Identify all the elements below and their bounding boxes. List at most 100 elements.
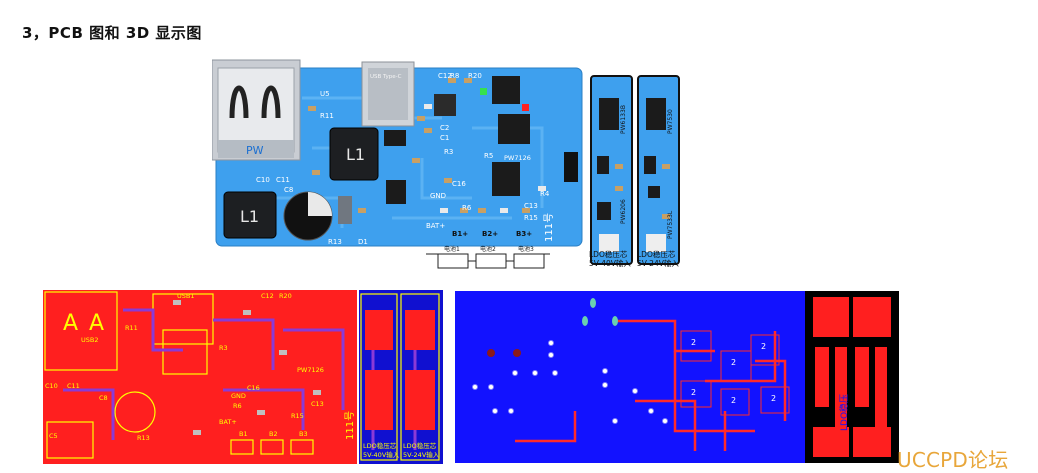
pcb-bottom-module-text: LDO稳压: [838, 394, 850, 431]
ldo-a-desc-line2: 5V-40V输入: [589, 259, 631, 268]
silk-bat: BAT+: [426, 222, 445, 230]
pcb-top-ldo-2a: LDO稳压芯: [403, 441, 437, 450]
ic-d: [386, 180, 406, 204]
pcb-top-c10: C10: [45, 382, 58, 390]
silk-gnd: GND: [430, 192, 446, 200]
pcb-bottom-mark-6: 2: [771, 394, 776, 403]
silk-b3: B3+: [516, 230, 532, 238]
pcb-top-b1: B1: [239, 430, 248, 438]
pcb-top-c11: C11: [67, 382, 80, 390]
inductor-1-label: L1: [346, 145, 365, 164]
pcb-top-gnd: GND: [231, 392, 246, 400]
pcb-top-pw7126: PW7126: [297, 366, 324, 374]
pcb-top-bat: BAT+: [219, 418, 237, 426]
pcb-top-b3: B3: [299, 430, 308, 438]
silk-r13: R13: [328, 238, 342, 246]
silk-c16: C16: [452, 180, 466, 188]
ldo-a-desc-line1: LDO稳压芯: [589, 250, 628, 259]
pcb-bottom-mark-3: 2: [691, 388, 696, 397]
silk-u5: U5: [320, 90, 330, 98]
silk-b1: B1+: [452, 230, 468, 238]
pcb-3d-render: PW USB Type-C L1 L1: [212, 58, 584, 280]
ldo-b-desc-line1: LDO稳压芯: [637, 250, 676, 259]
cell-label-2: 电池2: [480, 245, 496, 253]
silk-c10: C10: [256, 176, 270, 184]
pcb-3d-render-svg: PW USB Type-C L1 L1: [212, 59, 583, 269]
led-green: [480, 88, 487, 95]
inductor-2: [223, 191, 277, 239]
pcb-top-r11: R11: [125, 324, 138, 332]
pcb-bottom-mark-1: 2: [691, 338, 696, 347]
silk-c8: C8: [284, 186, 293, 194]
silk-c1: C1: [440, 134, 449, 142]
section-heading: 3，PCB 图和 3D 显示图: [22, 24, 202, 42]
ldo-b-desc: LDO稳压芯 5V-24V输入: [637, 250, 679, 268]
silk-d1: D1: [358, 238, 368, 246]
pcb-top-r15: R15: [291, 412, 304, 420]
ic-pw4405: [492, 76, 520, 104]
pcb-top-letter-a-1: A: [63, 311, 78, 336]
ic-c: [384, 130, 406, 146]
pcb-top-r20: R20: [279, 292, 292, 300]
pcb-top-r3: R3: [219, 344, 228, 352]
silk-r15: R15: [524, 214, 538, 222]
ic-b: [498, 114, 530, 144]
pcb-bottom-mark-5: 2: [731, 396, 736, 405]
silk-b2: B2+: [482, 230, 498, 238]
pcb-top-b2: B2: [269, 430, 278, 438]
silk-c2: C2: [440, 124, 449, 132]
silk-c12: R8: [450, 72, 459, 80]
connector-right: [564, 152, 578, 182]
module-a-chip: PW6206: [620, 199, 627, 224]
inductor-2-label: L1: [240, 207, 259, 226]
inductor-1: [329, 127, 379, 181]
ic-a: [434, 94, 456, 116]
silk-r4: R4: [540, 190, 550, 198]
pcb-bottom-copper: [455, 291, 805, 463]
silk-c13: C13: [524, 202, 538, 210]
ldo-module-3d-b: PW7530 PW7533L: [636, 74, 681, 266]
usb-a-connector: [212, 59, 301, 161]
battery-terminals: [426, 253, 550, 269]
pcb-layout-bottom: 2 2 2 2 2 2 LDO稳压: [455, 291, 899, 463]
silk-r3: R3: [444, 148, 453, 156]
pcb-layout-top: A A USB1 USB2 C12 R20 R11 C10 C11 R6 C5 …: [43, 290, 443, 464]
silk-r6: R6: [462, 204, 472, 212]
forum-watermark: UCCPD论坛: [897, 448, 1009, 472]
board-side-text: 111号: [543, 213, 555, 242]
silk-r20: R20: [468, 72, 482, 80]
pcb-top-ldo-2b: 5V-24V输入: [403, 450, 440, 459]
ldo-a-desc: LDO稳压芯 5V-40V输入: [589, 250, 631, 268]
module-b-chip: PW7533L: [667, 210, 674, 239]
pcb-bottom-mark-4: 2: [761, 342, 766, 351]
silk-r5: R5: [484, 152, 493, 160]
ldo-module-3d-a: PW6133B PW6206: [589, 74, 634, 266]
pcb-top-c12: C12: [261, 292, 274, 300]
pcb-top-usb2: USB2: [81, 336, 98, 344]
ic-pw7126: [492, 162, 520, 196]
usb-c-label: USB Type-C: [370, 74, 402, 80]
cell-label-3: 电池3: [518, 245, 534, 253]
silk-c11: C11: [276, 176, 290, 184]
pcb-top-c13: C13: [311, 400, 324, 408]
pcb-top-usb1: USB1: [177, 292, 194, 300]
pcb-top-letter-a-2: A: [89, 311, 104, 336]
module-b-chip2: PW7530: [667, 109, 674, 134]
pcb-top-ldo-1a: LDO稳压芯: [363, 441, 397, 450]
cell-label-1: 电池1: [444, 245, 460, 253]
pcb-top-ldo-1b: 5V-40V输入: [363, 450, 400, 459]
usb-c-connector: [361, 61, 415, 127]
silk-r8: C12: [438, 72, 452, 80]
pcb-top-c5: C5: [49, 432, 58, 440]
silk-r11: R11: [320, 112, 334, 120]
pcb-top-c16: C16: [247, 384, 260, 392]
pcb-top-side-text: 111号: [344, 411, 356, 440]
pcb-top-c8: C8: [99, 394, 108, 402]
ldo-b-desc-line2: 5V-24V输入: [637, 259, 679, 268]
usb-a-label: PW: [246, 144, 264, 157]
diode-d1: [338, 196, 352, 224]
silk-pw7126: PW7126: [504, 154, 531, 162]
led-red: [522, 104, 529, 111]
pcb-top-r13: R13: [137, 434, 150, 442]
pcb-top-r6: R6: [233, 402, 242, 410]
